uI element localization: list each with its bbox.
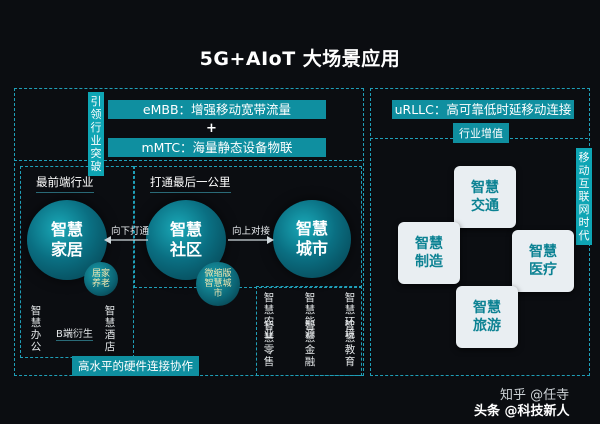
smart-retail-text: 智慧零售 xyxy=(263,320,275,368)
smart-finance-text: 智慧金融 xyxy=(304,320,316,368)
zhihu-watermark: 知乎 @任寺 xyxy=(500,388,570,403)
mobile-internet-tag: 移动互联网时代 xyxy=(576,148,592,245)
smart-tourism-label: 智慧旅游 xyxy=(473,300,501,334)
vertical-industries-frame xyxy=(256,286,362,376)
micro-city-label: 微缩版智慧城市 xyxy=(204,269,232,299)
smart-manufacturing-label: 智慧制造 xyxy=(415,236,443,270)
smart-city-label: 智慧城市 xyxy=(295,219,328,258)
smart-office-text: 智慧办公 xyxy=(30,305,42,353)
mmtc-bar: mMTC：海量静态设备物联 xyxy=(108,138,326,157)
arrow-down-label: 向下打通 xyxy=(111,226,150,237)
embb-bar: eMBB：增强移动宽带流量 xyxy=(108,100,326,119)
smart-energy-text: 智慧能源 xyxy=(304,292,316,340)
smart-medical-label: 智慧医疗 xyxy=(529,244,557,278)
smart-tourism-card: 智慧旅游 xyxy=(456,286,518,348)
last-mile-label: 打通最后一公里 xyxy=(150,174,231,193)
smart-environment-text: 智慧环境 xyxy=(344,292,356,340)
page-title: 5G+AIoT 大场景应用 xyxy=(199,48,401,70)
plus-sign: + xyxy=(206,121,217,136)
smart-agriculture-text: 智慧农业 xyxy=(263,292,275,340)
industry-value-tag: 行业增值 xyxy=(453,123,509,143)
elderly-care-circle: 居家养老 xyxy=(84,262,118,296)
smart-community-label: 智慧社区 xyxy=(169,220,202,259)
lead-industry-tag: 引领行业突破 xyxy=(88,92,104,176)
arrow-up-connect xyxy=(228,236,274,244)
smart-education-text: 智慧教育 xyxy=(344,320,356,368)
arrow-down-connect xyxy=(104,236,148,244)
top-lane-frame xyxy=(14,88,362,161)
b-end-text: B端衍生 xyxy=(56,325,93,341)
smart-transport-label: 智慧交通 xyxy=(471,180,499,214)
elderly-care-label: 居家养老 xyxy=(91,269,110,289)
urllc-bar: uRLLC：高可靠低时延移动连接 xyxy=(392,100,574,119)
micro-city-circle: 微缩版智慧城市 xyxy=(196,262,240,306)
last-mile-frame xyxy=(134,166,362,288)
toutiao-watermark: 头条 @科技新人 xyxy=(474,404,570,419)
arrow-up-label: 向上对接 xyxy=(232,226,271,237)
smart-manufacturing-card: 智慧制造 xyxy=(398,222,460,284)
smart-transport-card: 智慧交通 xyxy=(454,166,516,228)
smart-hotel-text: 智慧酒店 xyxy=(104,305,116,353)
frontier-label: 最前端行业 xyxy=(36,174,94,193)
smart-medical-card: 智慧医疗 xyxy=(512,230,574,292)
smart-city-circle: 智慧城市 xyxy=(273,200,351,278)
hardware-collab-tag: 高水平的硬件连接协作 xyxy=(72,356,199,376)
smart-home-label: 智慧家居 xyxy=(50,220,83,259)
